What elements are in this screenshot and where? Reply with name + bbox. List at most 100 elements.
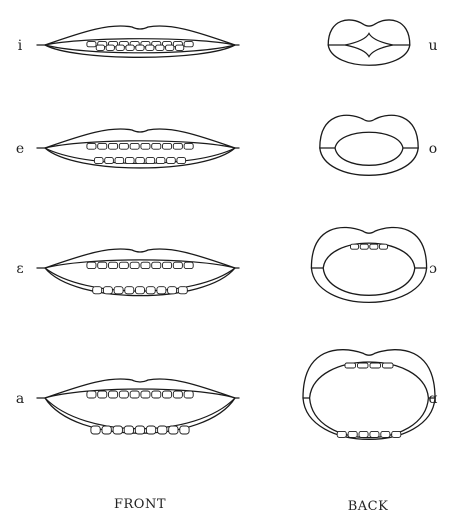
upper-tooth (379, 244, 387, 249)
lower-tooth (359, 431, 368, 437)
front-mouth: ɛ (16, 249, 239, 296)
upper-tooth (141, 262, 150, 268)
lower-tooth (178, 287, 187, 294)
back-mouth: ɔ (311, 227, 437, 302)
upper-tooth (345, 363, 356, 368)
lower-tooth (135, 426, 144, 434)
lower-tooth (168, 287, 177, 294)
upper-tooth (173, 143, 182, 149)
upper-tooth (87, 262, 96, 268)
lower-tooth (93, 287, 102, 294)
lower-tooth (114, 287, 123, 294)
lower-tooth (94, 157, 103, 163)
lower-tooth (136, 157, 145, 163)
lower-tooth (158, 426, 167, 434)
rounded-lips-outline (320, 115, 418, 175)
upper-tooth (360, 244, 368, 249)
lower-tooth (146, 287, 155, 294)
front-mouth: e (16, 129, 239, 168)
upper-tooth (152, 391, 161, 398)
upper-tooth (98, 262, 107, 268)
upper-tooth (141, 391, 150, 398)
upper-tooth (370, 244, 378, 249)
back-vowel-label: u (428, 38, 437, 54)
lower-tooth (125, 157, 134, 163)
upper-tooth (163, 391, 172, 398)
back-vowel-label: ɔ (429, 261, 437, 277)
lower-tooth (156, 45, 164, 50)
upper-tooth (370, 363, 381, 368)
lower-tooth (348, 431, 357, 437)
lower-tooth (136, 45, 144, 50)
lower-tooth (169, 426, 178, 434)
back-vowel-label: ɑ (429, 391, 438, 407)
front-vowel-label: a (16, 391, 24, 407)
upper-tooth (173, 262, 182, 268)
lower-tooth (156, 157, 165, 163)
lower-tooth (91, 426, 100, 434)
upper-tooth (109, 143, 118, 149)
lower-tooth (103, 287, 112, 294)
rounded-lips-outline (303, 350, 435, 440)
lower-tooth (381, 431, 390, 437)
front-vowel-label: ɛ (16, 261, 23, 277)
upper-tooth (130, 143, 139, 149)
upper-tooth (87, 42, 96, 47)
lower-tooth (126, 45, 134, 50)
lower-tooth (146, 426, 155, 434)
front-caption: FRONT (114, 497, 166, 512)
rounded-lips-outline (311, 227, 426, 302)
lower-tooth (113, 426, 122, 434)
lower-tooth (125, 287, 134, 294)
lower-tooth (167, 157, 176, 163)
lower-tooth (146, 45, 154, 50)
lower-tooth (146, 157, 155, 163)
lower-tooth (106, 45, 114, 50)
upper-tooth (358, 363, 369, 368)
lower-tooth (96, 45, 104, 50)
lower-tooth (115, 157, 124, 163)
upper-tooth (109, 391, 118, 398)
upper-tooth (184, 143, 193, 149)
upper-tooth (163, 262, 172, 268)
lower-tooth (177, 157, 186, 163)
lower-tooth (337, 431, 346, 437)
upper-tooth (152, 262, 161, 268)
lower-tooth (105, 157, 114, 163)
back-mouth: u (328, 20, 437, 65)
upper-tooth (152, 143, 161, 149)
upper-tooth (163, 143, 172, 149)
upper-tooth (130, 391, 139, 398)
upper-tooth (87, 143, 96, 149)
lower-tooth (370, 431, 379, 437)
back-vowel-label: o (429, 141, 437, 157)
back-mouth: ɑ (303, 350, 438, 440)
upper-tooth (184, 262, 193, 268)
back-column: u o ɔ ɑ (303, 20, 438, 439)
lower-tooth (136, 287, 145, 294)
lower-tooth (102, 426, 111, 434)
back-caption: BACK (348, 499, 389, 514)
upper-tooth (184, 42, 193, 47)
front-vowel-label: e (16, 141, 24, 157)
upper-tooth (351, 244, 359, 249)
upper-tooth (383, 363, 394, 368)
lower-tooth (116, 45, 124, 50)
back-mouth: o (320, 115, 437, 175)
upper-tooth (109, 262, 118, 268)
lower-tooth (180, 426, 189, 434)
upper-tooth (98, 143, 107, 149)
lower-tooth (392, 431, 401, 437)
upper-tooth (184, 391, 193, 398)
front-mouth: a (16, 379, 239, 434)
upper-tooth (119, 391, 128, 398)
front-vowel-label: i (18, 38, 23, 54)
upper-tooth (119, 262, 128, 268)
upper-tooth (119, 143, 128, 149)
lower-tooth (176, 45, 184, 50)
upper-tooth (141, 143, 150, 149)
front-column: i e ɛ a (16, 26, 239, 434)
upper-tooth (173, 391, 182, 398)
mouth-opening (45, 389, 235, 429)
